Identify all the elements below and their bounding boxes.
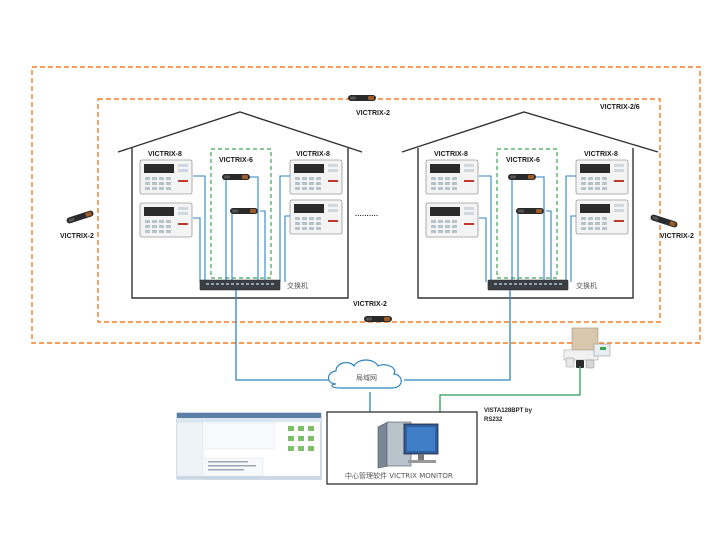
label-vista-line2: RS232 <box>484 417 503 423</box>
trunk-line-house2 <box>404 290 511 381</box>
keypad-panel <box>575 159 629 195</box>
keypad-panel <box>425 159 479 195</box>
label-victrix2-right: VICTRIX-2 <box>660 233 694 240</box>
sensor-right <box>649 213 679 229</box>
label-victrix2-top: VICTRIX-2 <box>356 110 390 117</box>
label-switch-1: 交换机 <box>287 281 308 290</box>
label-cloud: 局域网 <box>356 373 377 382</box>
lan-cloud-icon: 局域网 <box>327 359 402 389</box>
sensor-device <box>508 174 536 180</box>
workstation-computer-icon <box>377 421 439 469</box>
victrix6-group-box <box>210 148 272 279</box>
sensor-left <box>65 209 95 225</box>
label-victrix2-left: VICTRIX-2 <box>60 233 94 240</box>
label-house2-right-panel: VICTRIX-8 <box>584 151 618 158</box>
software-screenshot <box>176 412 322 480</box>
inner-dashed-boundary <box>97 98 661 323</box>
label-victrix26: VICTRIX-2/6 <box>600 104 640 111</box>
keypad-panel <box>425 202 479 238</box>
label-switch-2: 交换机 <box>576 281 597 290</box>
trunk-line-house1 <box>235 290 334 381</box>
keypad-panel <box>289 199 343 235</box>
label-house1-mid-group: VICTRIX-6 <box>219 157 253 164</box>
house-2: VICTRIX-8 VICTRIX-6 VICTRIX-8 交换机 <box>401 111 659 299</box>
vista-panel-device <box>563 327 611 369</box>
keypad-panel <box>139 202 193 238</box>
sensor-device <box>222 174 250 180</box>
sensor-device <box>230 208 258 214</box>
keypad-panel <box>139 159 193 195</box>
label-vista-line1: VISTA128BPT by <box>484 408 533 414</box>
label-victrix2-bottom: VICTRIX-2 <box>353 301 387 308</box>
house-1: VICTRIX-8 VICTRIX-6 VICTRIX-8 交换机 <box>117 111 363 299</box>
house-ellipsis: ·········· <box>355 213 378 220</box>
keypad-panel <box>575 199 629 235</box>
network-switch <box>487 279 569 291</box>
label-house1-right-panel: VICTRIX-8 <box>296 151 330 158</box>
rs232-line <box>439 366 581 412</box>
victrix6-group-box <box>496 148 558 279</box>
label-house2-mid-group: VICTRIX-6 <box>506 157 540 164</box>
network-switch <box>199 279 281 291</box>
sensor-bottom <box>364 316 392 322</box>
sensor-device <box>516 208 544 214</box>
label-monitor-caption: 中心管理软件 VICTRIX MONITOR <box>345 471 453 480</box>
label-house1-left-panel: VICTRIX-8 <box>148 151 182 158</box>
label-house2-left-panel: VICTRIX-8 <box>434 151 468 158</box>
keypad-panel <box>289 159 343 195</box>
sensor-top <box>348 95 376 101</box>
